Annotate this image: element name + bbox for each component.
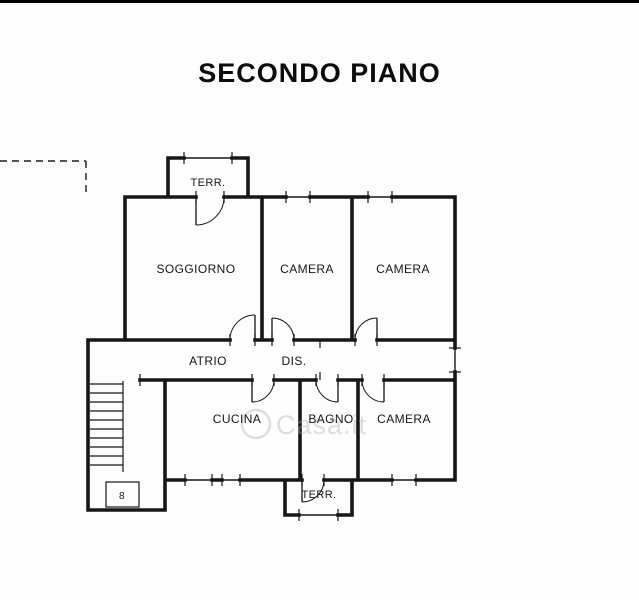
- watermark-logo-circle: [240, 408, 272, 440]
- dashed-property-line: [0, 160, 87, 196]
- window-lines: [184, 157, 456, 516]
- room-label-camera-top-right: CAMERA: [376, 262, 430, 276]
- stair-label: 8: [119, 491, 125, 502]
- watermark: Casa.it: [240, 408, 367, 440]
- page-title: SECONDO PIANO: [198, 58, 441, 88]
- room-label-cucina: CUCINA: [213, 412, 261, 426]
- room-label-atrio: ATRIO: [189, 354, 227, 368]
- room-label-bagno: BAGNO: [308, 412, 353, 426]
- room-label-soggiorno: SOGGIORNO: [157, 262, 236, 276]
- door-arcs: [195, 196, 385, 503]
- top-border: [0, 0, 639, 3]
- window-ticks: [183, 152, 461, 521]
- stair-steps: [90, 383, 123, 466]
- room-labels: TERR. SOGGIORNO CAMERA CAMERA ATRIO DIS.…: [157, 177, 431, 501]
- stair-landing: [105, 481, 140, 508]
- watermark-text: Casa.it: [276, 410, 367, 440]
- staircase: 8: [90, 381, 140, 508]
- door-leaves: [195, 197, 385, 502]
- room-label-camera-bottom: CAMERA: [377, 412, 431, 426]
- room-label-camera-top-middle: CAMERA: [280, 262, 334, 276]
- walls-path: [86, 156, 457, 517]
- room-label-terrace-top: TERR.: [191, 177, 226, 189]
- room-label-terrace-bottom: TERR.: [302, 489, 337, 501]
- room-label-dis: DIS.: [282, 354, 307, 368]
